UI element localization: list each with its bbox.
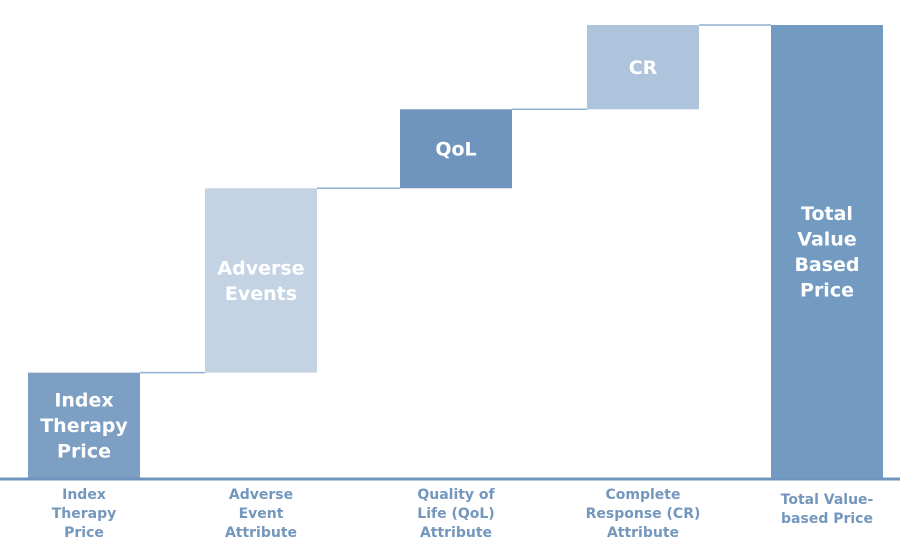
category-label-line: Attribute [420,525,492,539]
bar-2 [205,188,317,373]
bar-label-line: QoL [435,139,476,161]
bar-label-line: Events [225,283,297,305]
bar-label-line: Value [797,229,856,251]
category-label-5: Total Value-based Price [781,492,874,527]
category-label-line: Life (QoL) [417,506,494,522]
bar-label-3: QoL [435,139,476,161]
category-label-line: Event [239,506,284,522]
bar-5 [771,25,883,478]
bar-3 [400,109,512,189]
bar-label-line: Adverse [217,258,304,280]
category-label-line: Price [64,525,104,539]
bar-label-line: CR [629,57,658,79]
category-label-3: Quality of Life (QoL) Attribute [417,487,495,539]
category-label-line: Index [62,487,106,503]
bar-1 [28,372,140,478]
bars [28,25,883,478]
category-label-line: Response (CR) [586,506,701,522]
bar-label-line: Total [801,203,853,225]
bar-label-line: Therapy [40,415,128,437]
category-label-line: based Price [781,511,873,527]
category-label-line: Adverse [229,487,293,503]
bar-label-line: Price [800,280,854,302]
category-label-line: Quality of [417,487,495,503]
category-label-line: Therapy [52,506,117,522]
bar-label-line: Price [57,441,111,463]
bar-label-line: Index [54,390,113,412]
connector-lines [140,24,771,374]
bar-label-line: Based [794,254,859,276]
bar-4 [587,25,699,110]
category-label-line: Complete [606,487,681,503]
category-label-line: Total Value- [781,492,874,508]
category-label-line: Attribute [607,525,679,539]
bar-label-4: CR [629,57,658,79]
category-label-line: Attribute [225,525,297,539]
